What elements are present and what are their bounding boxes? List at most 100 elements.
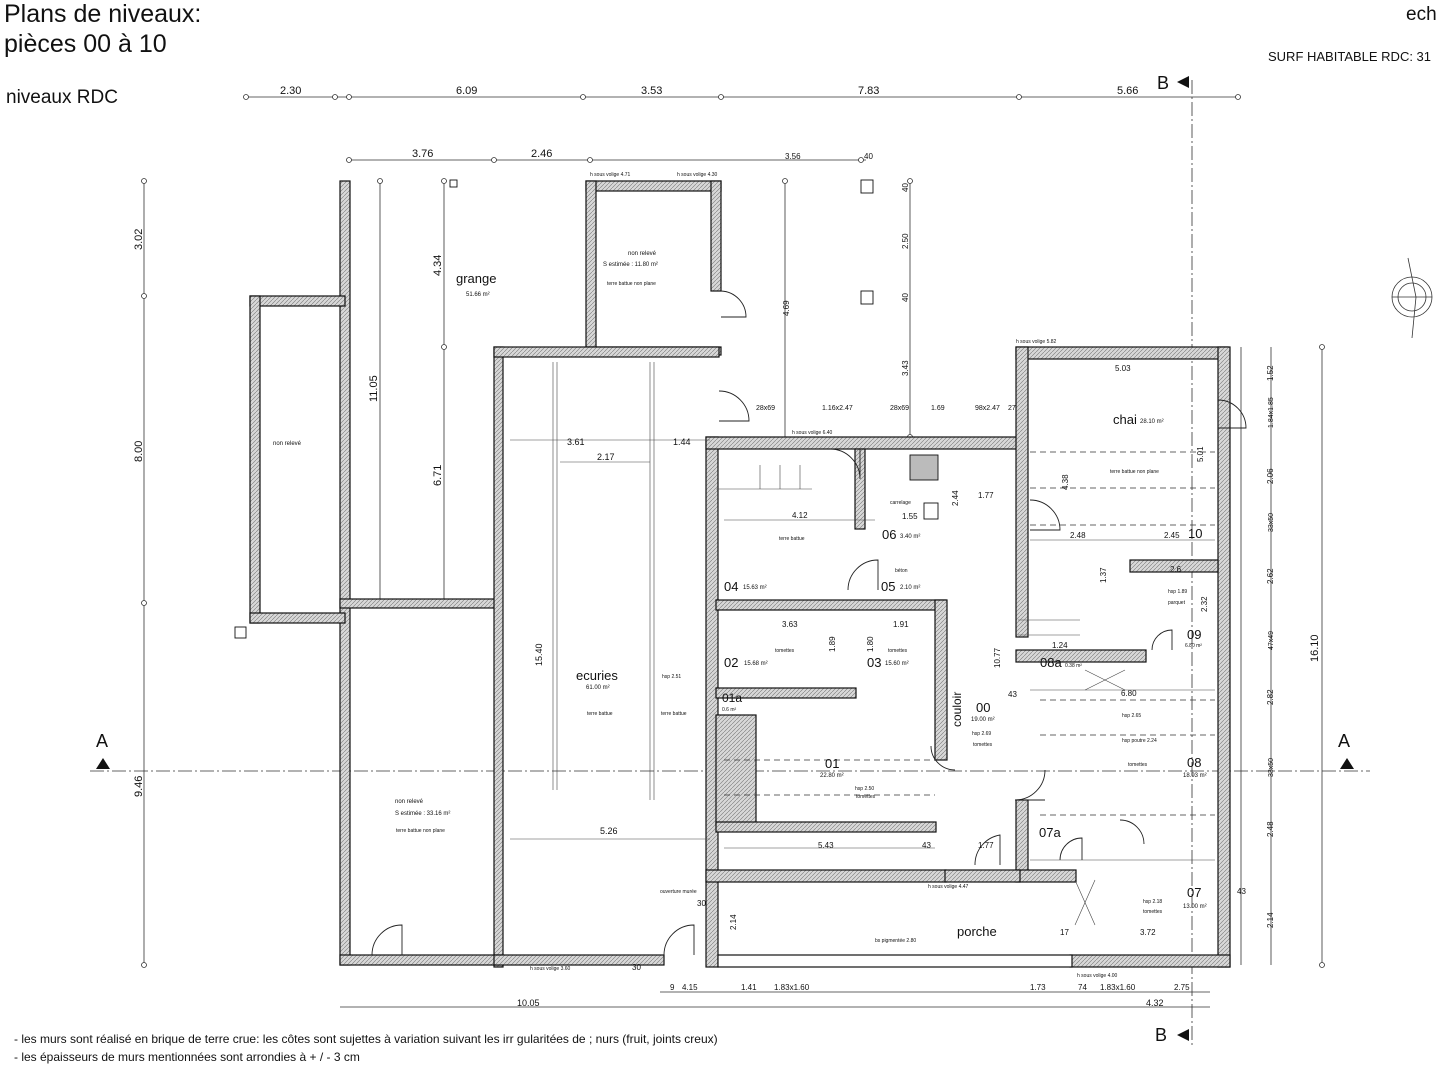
dim-right-8: 2.48	[1266, 821, 1275, 837]
note-line-1: - les murs sont réalisé en brique de ter…	[14, 1032, 718, 1046]
dim-bottom-1: 4.15	[682, 983, 698, 992]
room-07-num: 07	[1187, 885, 1201, 900]
dim-top-1: 6.09	[456, 85, 477, 97]
dim-misc-8: 2.14	[729, 914, 738, 930]
section-arrow-icon	[96, 76, 1354, 1041]
dim-right-5: 47x49	[1268, 631, 1275, 650]
room-chai-name: chai	[1113, 412, 1137, 427]
dim-open-1: 1.16x2.47	[822, 405, 853, 412]
dim-grange-1: 11.05	[368, 375, 380, 402]
dim-right-3: 33x50	[1268, 513, 1275, 532]
dim-total-0: 10.05	[517, 998, 540, 1008]
dim-bottom-2: 1.41	[741, 983, 757, 992]
dim-ecuries-0: 3.61	[567, 437, 585, 447]
room-labels: grange 51.66 m² non relevé S estimée : 1…	[273, 251, 1207, 944]
room-05-num: 05	[881, 579, 895, 594]
room-ecuries-hsp: hsp 2.51	[662, 674, 681, 680]
dim-central-5: 1.80	[866, 636, 875, 652]
room-porche-name: porche	[957, 924, 997, 939]
annot-f: h sous volige 3.60	[530, 966, 571, 972]
room-05-area: 2.10 m²	[900, 585, 920, 591]
dim-total-1: 4.32	[1146, 998, 1164, 1008]
room-03-area: 15.60 m²	[885, 661, 909, 667]
room-01-note: tomettes	[856, 794, 876, 800]
dim-chai-6: 1.37	[1099, 567, 1108, 583]
dim-central-10: 1.77	[978, 491, 994, 500]
section-b-top: B	[1157, 73, 1169, 93]
dimension-labels: 2.30 6.09 3.53 7.83 5.66 3.76 2.46 3.56 …	[133, 85, 1321, 1008]
room-00-hsp: hsp 2.69	[972, 731, 991, 737]
title-line-1: Plans de niveaux:	[4, 0, 202, 28]
dim-misc-6: 43	[1237, 887, 1246, 896]
level-subtitle: niveaux RDC	[6, 87, 118, 108]
dim-right-1: 1.84x1.85	[1268, 397, 1275, 428]
dim-mid-2: 40	[901, 293, 910, 302]
dim-ecuries-2: 1.44	[673, 437, 691, 447]
annot-a: h sous volige 4.71	[590, 172, 631, 178]
dim-second-0: 3.76	[412, 148, 433, 160]
fixtures	[234, 179, 939, 639]
room-09-area: 6.80 m²	[1185, 643, 1202, 649]
dim-open-3: 1.69	[931, 405, 945, 412]
room-07-area: 13.00 m²	[1183, 904, 1207, 910]
dim-bottom-4: 1.73	[1030, 983, 1046, 992]
dim-topmid-1: 40	[864, 152, 873, 161]
dim-chai-2: 2.48	[1070, 531, 1086, 540]
section-b-bottom: B	[1155, 1025, 1167, 1045]
room-05-note: béton	[895, 568, 908, 574]
room-00-note: tomettes	[973, 742, 993, 748]
room-08a-area: 0.38 m²	[1065, 663, 1082, 669]
dim-right-0: 1.52	[1266, 365, 1275, 381]
room-02-area: 15.68 m²	[744, 661, 768, 667]
room-nonreleve-left-name: non relevé	[273, 441, 302, 447]
dim-central-9: 2.44	[951, 490, 960, 506]
dim-left-2: 9.46	[133, 776, 145, 797]
room-ecuries-area: 61.00 m²	[586, 685, 610, 691]
dim-chai-8: 6.80	[1121, 689, 1137, 698]
dim-right-6: 2.82	[1266, 689, 1275, 705]
room-ecuries-note1: terre battue	[587, 711, 613, 717]
dim-bottom-6: 1.83x1.60	[1100, 983, 1136, 992]
dim-chai-1: 5.01	[1196, 446, 1205, 462]
dim-central-3: 1.91	[893, 620, 909, 629]
room-08-hsp: hsp 2.65	[1122, 713, 1141, 719]
dim-central-1: 1.55	[902, 512, 918, 521]
interior-lines	[510, 362, 1215, 926]
room-06-num: 06	[882, 527, 896, 542]
dim-right-9: 2.14	[1266, 912, 1275, 928]
dimension-lines	[90, 80, 1370, 1045]
ceiling-annotations: h sous volige 4.71 h sous volige 4.30 h …	[530, 172, 1118, 979]
dim-misc-4: 43	[1008, 690, 1017, 699]
room-09-hsp: hsp 1.89	[1168, 589, 1187, 595]
dim-central-4: 1.89	[828, 636, 837, 652]
room-10-num: 10	[1188, 526, 1202, 541]
dim-mid-1: 2.50	[901, 233, 910, 249]
dim-mid-0: 40	[901, 183, 910, 192]
dim-bottom-5: 74	[1078, 983, 1087, 992]
room-08-num: 08	[1187, 755, 1201, 770]
title-line-2: pièces 00 à 10	[4, 30, 167, 58]
dim-misc-3: 3.72	[1140, 928, 1156, 937]
dim-ecuries-1: 2.17	[597, 452, 615, 462]
dim-mid-4: 4.69	[782, 300, 791, 316]
room-01a-num: 01a	[722, 691, 742, 705]
dim-open-4: 98x2.47	[975, 405, 1000, 412]
room-nonreleve-top-name: non relevé	[628, 251, 657, 257]
dim-chai-3: 2.45	[1164, 531, 1180, 540]
room-09-note: parquet	[1168, 600, 1186, 606]
north-arrow-compass-icon	[1391, 257, 1433, 339]
room-02-note: tomettes	[775, 648, 795, 654]
dim-ecuries-4: 15.40	[534, 643, 544, 666]
dim-chai-7: 2.32	[1200, 596, 1209, 612]
dim-top-3: 7.83	[858, 85, 879, 97]
walls	[249, 180, 1231, 968]
scale-label: ech	[1406, 4, 1437, 25]
dim-bottom-0: 9	[670, 983, 675, 992]
dashed-beams	[724, 451, 1215, 816]
dim-chai-0: 5.03	[1115, 364, 1131, 373]
room-nonreleve-bottom-note: terre battue non plane	[396, 828, 445, 834]
room-06-area: 3.40 m²	[900, 534, 920, 540]
dim-misc-7: 1.24	[1052, 641, 1068, 650]
section-a-left: A	[96, 731, 108, 751]
room-08-area: 18.93 m²	[1183, 773, 1207, 779]
